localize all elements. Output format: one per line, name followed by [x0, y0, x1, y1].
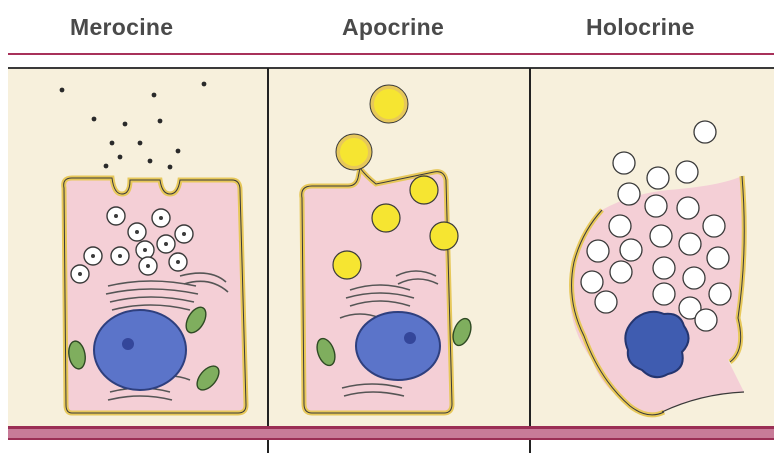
- droplet: [104, 164, 109, 169]
- droplet: [709, 283, 731, 305]
- droplet: [158, 119, 163, 124]
- droplet: [152, 93, 157, 98]
- droplet: [618, 183, 640, 205]
- droplet: [653, 257, 675, 279]
- basal-band: [8, 429, 774, 438]
- droplet: [694, 121, 716, 143]
- droplet: [620, 239, 642, 261]
- droplet: [683, 267, 705, 289]
- droplet: [653, 283, 675, 305]
- granule: [372, 204, 400, 232]
- basal-line-top: [8, 426, 774, 429]
- holocrine-pyknotic-nucleus: [625, 312, 688, 377]
- droplet: [587, 240, 609, 262]
- droplet: [650, 225, 672, 247]
- droplet: [138, 141, 143, 146]
- droplet: [123, 122, 128, 127]
- droplet: [595, 291, 617, 313]
- droplet: [92, 117, 97, 122]
- granule: [410, 176, 438, 204]
- droplet: [703, 215, 725, 237]
- droplet: [679, 233, 701, 255]
- basal-line-bottom: [8, 438, 774, 440]
- droplet: [610, 261, 632, 283]
- droplet: [695, 309, 717, 331]
- droplet: [176, 149, 181, 154]
- merocrine-nucleolus: [122, 338, 134, 350]
- merocrine-nucleus: [94, 310, 186, 390]
- droplet: [676, 161, 698, 183]
- droplet: [613, 152, 635, 174]
- granule: [333, 251, 361, 279]
- droplet: [581, 271, 603, 293]
- droplet: [707, 247, 729, 269]
- droplet: [168, 165, 173, 170]
- apocrine-nucleolus: [404, 332, 416, 344]
- droplet: [609, 215, 631, 237]
- droplet: [118, 155, 123, 160]
- apocrine-nucleus: [356, 312, 440, 380]
- droplet: [677, 197, 699, 219]
- droplet: [60, 88, 65, 93]
- apocrine-budding-vesicle: [338, 136, 370, 168]
- droplet: [647, 167, 669, 189]
- granule: [430, 222, 458, 250]
- droplet: [148, 159, 153, 164]
- droplet: [110, 141, 115, 146]
- apocrine-released-vesicle: [372, 87, 406, 121]
- droplet: [645, 195, 667, 217]
- droplet: [202, 82, 207, 87]
